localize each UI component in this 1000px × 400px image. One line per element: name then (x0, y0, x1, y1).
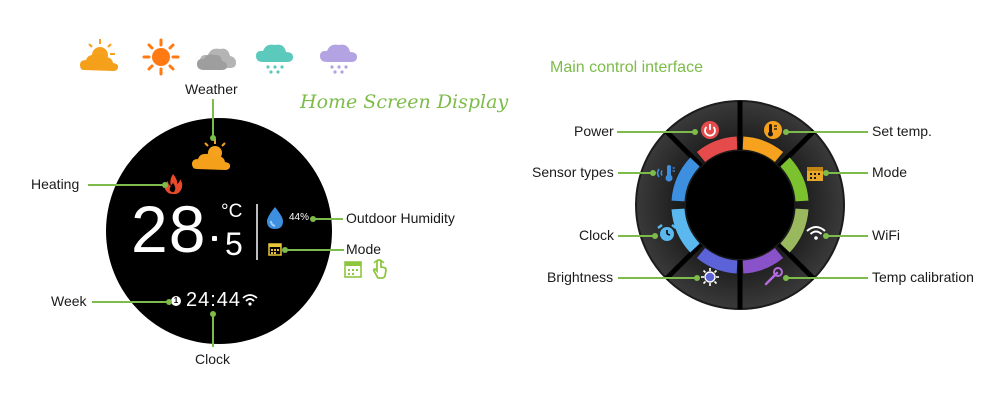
control-label-power: Power (574, 123, 614, 139)
set-temp-icon[interactable] (763, 120, 783, 140)
week-day-badge: 1 (171, 296, 181, 306)
cloudy-icon (197, 48, 236, 70)
display-divider (256, 204, 258, 260)
callout-outdoor-humidity: Outdoor Humidity (346, 210, 455, 226)
sun-icon (142, 38, 180, 76)
temperature-unit: °C (221, 201, 243, 222)
control-label-sensor-types: Sensor types (532, 164, 614, 180)
arc-wifi (780, 208, 809, 253)
temp-calibration-icon[interactable] (762, 266, 784, 288)
power-icon[interactable] (700, 120, 720, 140)
clock-alarm-icon[interactable] (656, 223, 678, 243)
arc-set-temp (742, 136, 784, 163)
arc-brightness (696, 247, 738, 274)
mode-calendar-icon (268, 243, 282, 256)
weather-sun-cloud-icon (192, 139, 231, 170)
clock-value: 24:44 (186, 289, 242, 311)
home-screen-title: Home Screen Display (300, 91, 509, 113)
callout-heating: Heating (31, 176, 80, 192)
mode-icon[interactable] (806, 165, 824, 183)
snow-icon (320, 44, 357, 74)
arc-mode (780, 157, 809, 202)
wifi-control-icon[interactable] (806, 225, 826, 241)
callout-weather: Weather (185, 81, 238, 97)
arc-temp-calibration (742, 247, 784, 274)
control-label-mode: Mode (872, 164, 908, 180)
control-label-temp-calibration: Temp calibration (872, 269, 974, 285)
decimal-point (212, 236, 217, 241)
rain-icon (256, 44, 293, 74)
sun-cloud-icon (80, 39, 119, 71)
arc-clock (671, 208, 700, 253)
callout-week: Week (51, 293, 87, 309)
humidity-drop-icon (267, 207, 283, 229)
arc-sensor-types (671, 157, 700, 202)
temperature-integer: 28 (131, 192, 207, 266)
control-label-brightness: Brightness (547, 269, 614, 285)
control-label-clock: Clock (579, 227, 615, 243)
heating-flame-icon (164, 174, 183, 195)
sensor-types-icon[interactable] (656, 162, 678, 184)
temperature-decimal: 5 (225, 226, 243, 262)
control-label-set-temp: Set temp. (872, 123, 932, 139)
main-control-wheel (635, 100, 845, 310)
main-control-title: Main control interface (550, 59, 703, 76)
brightness-icon[interactable] (700, 267, 720, 287)
humidity-value: 44% (289, 212, 310, 223)
mode-schedule-icon (344, 261, 362, 278)
callout-mode: Mode (346, 241, 382, 257)
wifi-icon (242, 294, 258, 306)
mode-manual-hand-icon (372, 259, 387, 279)
callout-clock: Clock (195, 351, 231, 367)
control-label-wifi: WiFi (872, 227, 900, 243)
arc-power (696, 136, 738, 163)
